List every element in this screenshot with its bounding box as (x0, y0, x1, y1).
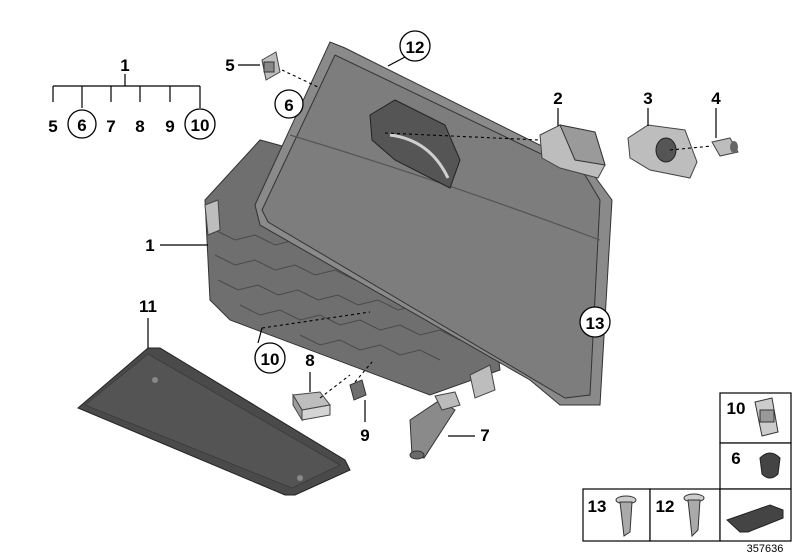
fastener-box-arrow (719, 488, 792, 542)
label-10: 10 (261, 350, 280, 369)
fastener-box-12: 12 (649, 488, 721, 542)
label-2: 2 (553, 89, 562, 108)
label-13: 13 (586, 314, 605, 333)
handle-grip (389, 133, 450, 179)
fastener-box-10: 10 (719, 392, 792, 444)
fastener-box-13: 13 (582, 488, 651, 542)
lid-face (261, 54, 601, 399)
label-1-left: 1 (145, 236, 154, 255)
svg-text:13: 13 (588, 497, 607, 516)
part-5-clip (261, 51, 281, 81)
part-7-switch (409, 391, 461, 460)
tree-label-5: 5 (48, 117, 57, 136)
label-4: 4 (711, 89, 721, 108)
label-11: 11 (139, 297, 157, 316)
svg-text:6: 6 (731, 449, 740, 468)
part-4-lock-cylinder (711, 137, 739, 157)
circle-13-main (579, 306, 611, 338)
tree-label-7: 7 (106, 117, 115, 136)
part-2-latch (539, 124, 606, 179)
tree-label-8: 8 (135, 117, 144, 136)
image-id: 357636 (747, 543, 784, 555)
label-9: 9 (360, 426, 369, 445)
tree-label-9: 9 (165, 117, 174, 136)
tree-circle-10 (184, 108, 216, 140)
tree-label-6: 6 (77, 116, 86, 135)
label-7: 7 (480, 426, 489, 445)
svg-text:10: 10 (727, 399, 746, 418)
mount-tab-right (469, 364, 496, 399)
component-tree: 1 5 6 7 8 9 10 (48, 56, 216, 140)
arrow-icon (726, 504, 784, 533)
mount-tab-left (204, 199, 221, 236)
part-11-glovebox-mat (77, 347, 351, 496)
glovebox-assembly (204, 41, 613, 406)
label-6: 6 (284, 96, 293, 115)
label-12: 12 (406, 38, 425, 57)
label-5: 5 (225, 56, 234, 75)
fastener-box-6: 6 (719, 442, 792, 490)
circle-6-main (274, 89, 304, 119)
part-9-clip (349, 379, 367, 401)
label-3: 3 (643, 89, 652, 108)
part-3-lock-housing (627, 124, 698, 179)
label-8: 8 (305, 351, 314, 370)
tree-label-10: 10 (191, 116, 210, 135)
circle-12-main (399, 30, 431, 62)
svg-text:12: 12 (656, 497, 675, 516)
tree-circle-6 (67, 109, 97, 139)
part-8-light (292, 391, 331, 422)
tree-label-1: 1 (120, 56, 129, 75)
circle-10-main (254, 342, 286, 374)
